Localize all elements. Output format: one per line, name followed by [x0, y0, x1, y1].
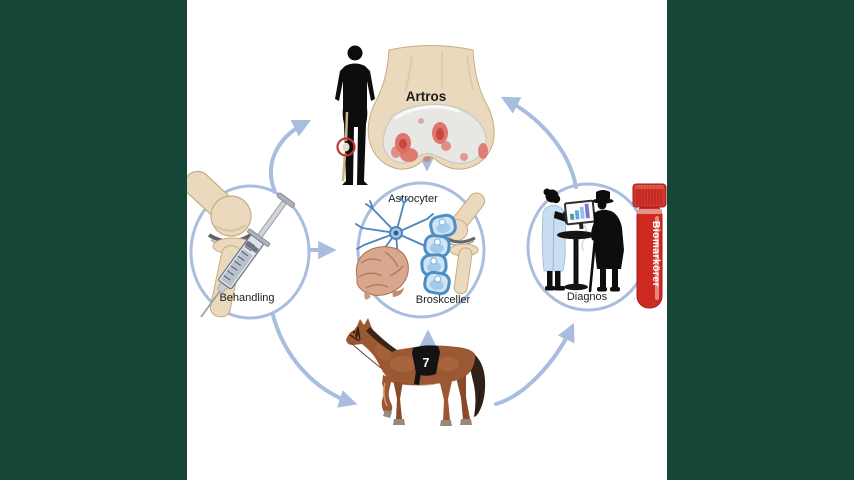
horse-number: 7: [423, 356, 430, 370]
knee-joint-icon: [445, 192, 486, 295]
label-astrocyter: Astrocyter: [388, 193, 438, 205]
doctor-at-monitor-icon: [541, 188, 596, 291]
cane-icon: [588, 237, 597, 293]
blood-sample-tube-icon: Biomarkörer: [632, 183, 667, 309]
diagram-canvas: Artros Astrocyter: [183, 45, 667, 426]
arrow-treatment-to-patient: [269, 119, 312, 194]
diagnosis-node: Diagnos: [541, 188, 624, 303]
elderly-patient-with-cane-icon: [588, 190, 624, 293]
arrow-horse-to-diagnosis: [494, 322, 575, 406]
tube-label: Biomarkörer: [650, 221, 661, 287]
cartilage-cells-icon: [420, 213, 457, 296]
osteoarthritis-knee-icon: Artros: [367, 45, 495, 170]
knee-highlight-ring: [336, 137, 356, 157]
cycle-arrows: [269, 96, 578, 408]
label-broskceller: Broskceller: [416, 294, 471, 306]
treatment-circle: [189, 184, 311, 320]
right-letterbox: [667, 0, 854, 480]
arrow-treatment-to-horse: [271, 313, 358, 408]
label-behandling: Behandling: [219, 292, 274, 304]
illustration-panel: Artros Astrocyter: [183, 0, 667, 480]
arrow-diagnosis-to-knee: [500, 96, 578, 189]
syringe-icon: [200, 192, 296, 318]
treatment-node: Behandling: [183, 170, 296, 318]
human-silhouette-icon: [335, 45, 375, 185]
center-node: Astrocyter: [355, 192, 486, 306]
brain-icon: [355, 246, 409, 300]
monitor-icon: [563, 199, 596, 230]
saddle-cloth: 7: [412, 345, 440, 385]
label-artros: Artros: [406, 89, 447, 104]
inflammation-patches: [391, 118, 488, 162]
label-diagnos: Diagnos: [567, 291, 608, 303]
astrocyte-neuron-icon: [355, 196, 434, 268]
left-letterbox: [0, 0, 187, 480]
center-circle: [356, 181, 486, 319]
horse-icon: 7: [346, 318, 486, 426]
